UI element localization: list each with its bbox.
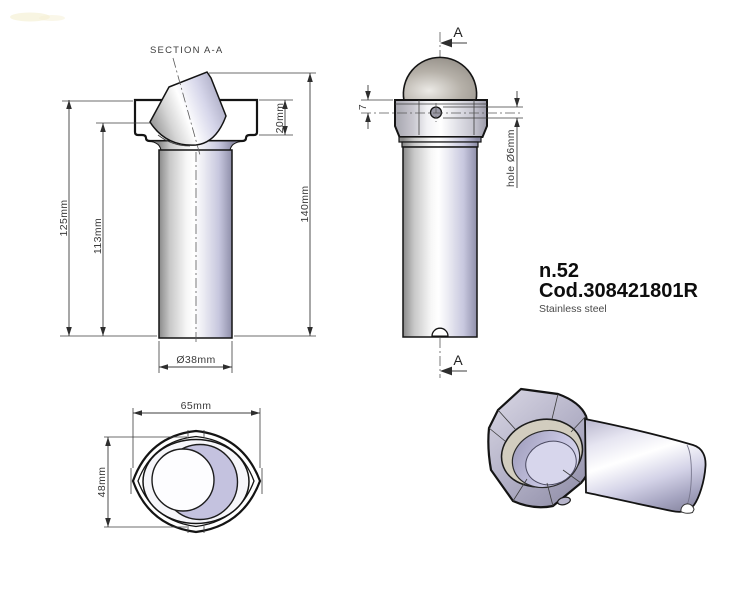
paper-smudge: [10, 12, 65, 22]
section-marker-bottom: A: [453, 352, 463, 368]
dim-hole-note: hole Ø6mm: [505, 129, 517, 187]
bore-inner: [151, 448, 215, 512]
front-view: A A 7 hole Ø6mm: [357, 24, 523, 378]
dim-body-diameter: Ø38mm: [176, 354, 215, 366]
dim-flange-top-height: 125mm: [58, 199, 70, 236]
dim-flange-thickness: 20mm: [274, 103, 286, 134]
material-note: Stainless steel: [539, 303, 607, 315]
isometric-view: [487, 387, 707, 514]
title-block: n.52 Cod.308421801R Stainless steel: [539, 260, 699, 315]
dim-bore-bottom-height: 113mm: [92, 218, 104, 254]
top-view: 65mm 48mm: [96, 400, 263, 534]
part-number: n.52: [539, 260, 579, 282]
section-view-a-a: SECTION A-A 125mm: [58, 45, 316, 373]
dim-flange-depth: 48mm: [96, 467, 108, 498]
dim-flange-width: 65mm: [181, 400, 212, 412]
dim-hole-offset: 7: [357, 104, 369, 110]
dim-overall-height: 140mm: [299, 185, 311, 222]
section-marker-top: A: [453, 24, 463, 40]
iso-cross-hole: [557, 496, 571, 506]
part-code: Cod.308421801R: [539, 280, 699, 302]
section-view-label: SECTION A-A: [150, 45, 223, 56]
bottom-notch: [431, 327, 449, 337]
ball-top: [402, 56, 478, 101]
